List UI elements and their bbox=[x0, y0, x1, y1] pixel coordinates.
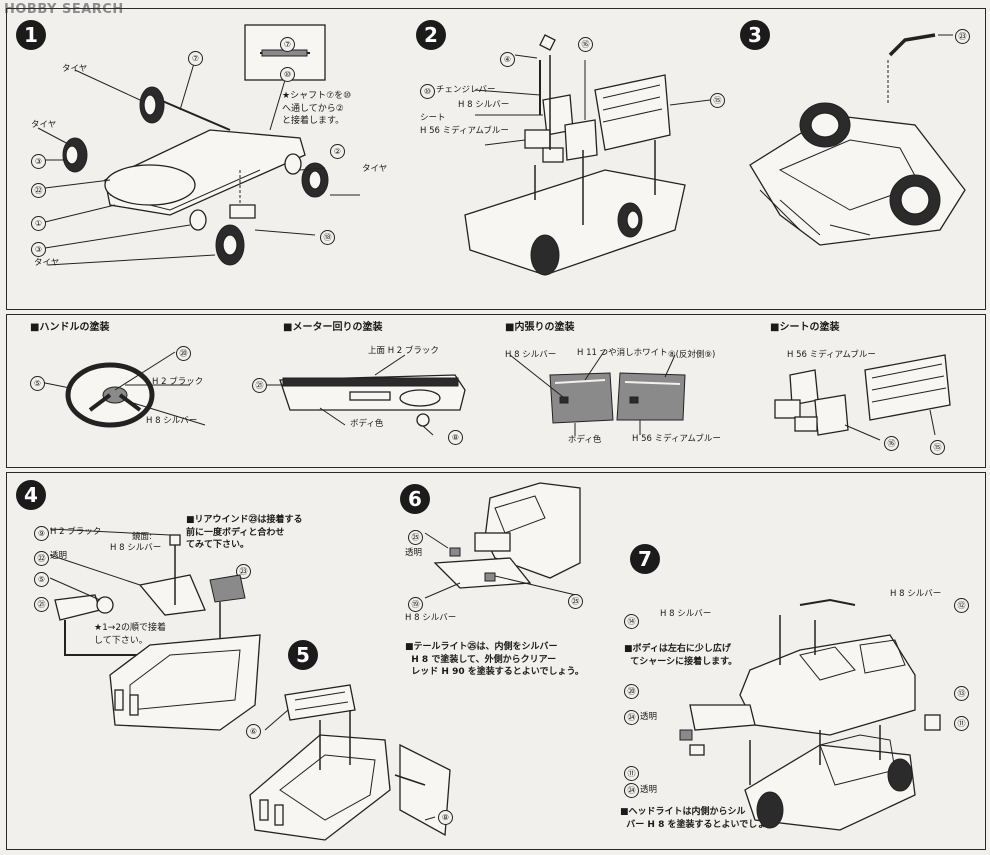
inner-matte-label: H 11 つや消しホワイト bbox=[577, 348, 668, 358]
step-2-part-4: ④ bbox=[500, 52, 515, 67]
bottom-panel bbox=[6, 472, 986, 850]
inner-body-label: ボディ色 bbox=[568, 435, 602, 445]
step-6-part-19: ⑲ bbox=[408, 597, 423, 612]
step-6-part-25-a: ㉕ bbox=[408, 530, 423, 545]
step-2-seat-label: シート bbox=[420, 113, 446, 123]
paint-panel bbox=[6, 314, 986, 468]
step-7-part-11-b: ⑪ bbox=[624, 766, 639, 781]
part-1-label: ① bbox=[31, 216, 46, 231]
step-5-part-6: ⑥ bbox=[246, 724, 261, 739]
step-7-part-24-a: ㉔ bbox=[624, 710, 639, 725]
step-1-note: ★シャフト⑦を⑩ へ通してから② と接着します。 bbox=[282, 91, 352, 127]
inner-paint-title: ■内張りの塗装 bbox=[505, 322, 575, 333]
step-7-part-11-a: ⑪ bbox=[954, 716, 969, 731]
tire-top-label: タイヤ bbox=[62, 64, 88, 74]
inner-panel-illustration bbox=[509, 349, 686, 435]
meter-part-8: ⑧ bbox=[448, 430, 463, 445]
step-5-part-8: ⑧ bbox=[438, 810, 453, 825]
step-7-part-14: ⑭ bbox=[624, 614, 639, 629]
inner-reverse-label: ⑧(反対側⑨) bbox=[668, 350, 716, 360]
part-22-label: ㉒ bbox=[31, 183, 46, 198]
handle-black-label: H 2 ブラック bbox=[152, 377, 204, 387]
seat-blue-label: H 56 ミディアムブルー bbox=[787, 350, 876, 360]
part-3-label-b: ③ bbox=[31, 242, 46, 257]
step-4-badge: 4 bbox=[16, 480, 46, 510]
step-2-illustration bbox=[464, 34, 711, 276]
meter-illustration bbox=[265, 354, 466, 436]
tire-left-label: タイヤ bbox=[31, 120, 57, 130]
step-3-part-23: ㉓ bbox=[955, 29, 970, 44]
inner-silver-label: H 8 シルバー bbox=[505, 350, 557, 360]
seat-part-15: ⑮ bbox=[930, 440, 945, 455]
step-4-part-21: ㉑ bbox=[34, 597, 49, 612]
part-2-label: ② bbox=[330, 144, 345, 159]
step-5-illustration bbox=[249, 684, 451, 841]
top-panel bbox=[6, 8, 986, 310]
step-7-clear-label-b: 透明 bbox=[640, 785, 658, 795]
step-6-badge: 6 bbox=[400, 484, 430, 514]
meter-paint-title: ■メーター回りの塗装 bbox=[283, 322, 383, 333]
seat-illustration bbox=[774, 354, 951, 441]
step-4-silver-label: H 8 シルバー bbox=[110, 543, 162, 553]
step-4-rear-window-note: ■リアウインド㉓は接着する 前に一度ボディと合わせ てみて下さい。 bbox=[186, 515, 303, 551]
step-7-part-20: ⑳ bbox=[624, 684, 639, 699]
handle-silver-label: H 8 シルバー bbox=[146, 416, 198, 426]
part-18-label: ⑱ bbox=[320, 230, 335, 245]
tire-bottom-label: タイヤ bbox=[34, 258, 60, 268]
step-4-mirror-label: 鏡面: bbox=[132, 532, 152, 542]
step-1-badge: 1 bbox=[16, 20, 46, 50]
step-3-badge: 3 bbox=[740, 20, 770, 50]
meter-body-label: ボディ色 bbox=[350, 419, 384, 429]
step-7-body-note: ■ボディは左右に少し広げ てシャーシに接着します。 bbox=[624, 644, 738, 667]
inset-part-10-label: ⑩ bbox=[280, 67, 295, 82]
step-2-part-10: ⑩ bbox=[420, 84, 435, 99]
step-4-part-9: ⑨ bbox=[34, 526, 49, 541]
step-5-badge: 5 bbox=[288, 640, 318, 670]
step-7-part-12: ⑫ bbox=[954, 598, 969, 613]
meter-top-label: 上面 H 2 ブラック bbox=[368, 346, 439, 356]
step-1-illustration bbox=[37, 24, 360, 266]
step-7-clear-label-a: 透明 bbox=[640, 712, 658, 722]
step-6-illustration bbox=[424, 482, 581, 599]
step-7-silver-label-left: H 8 シルバー bbox=[660, 609, 712, 619]
step-6-tail-light-note: ■テールライト㉕は、内側をシルバー H 8 で塗装して、外側からクリアー レッド… bbox=[405, 642, 584, 678]
inset-part-7-label: ⑦ bbox=[280, 37, 295, 52]
step-4-clear-label-a: 透明 bbox=[50, 551, 68, 561]
step-6-clear-label: 透明 bbox=[405, 548, 423, 558]
step-7-headlight-note: ■ヘッドライトは内側からシル バー H 8 を塗装するとよいでしょう bbox=[620, 807, 776, 830]
handle-paint-title: ■ハンドルの塗装 bbox=[30, 322, 110, 333]
step-4-order-note: ★1→2の順で接着 して下さい。 bbox=[94, 623, 167, 646]
meter-part-21: ㉑ bbox=[252, 378, 267, 393]
step-4-part-5: ⑤ bbox=[34, 572, 49, 587]
watermark: HOBBY SEARCH bbox=[4, 2, 124, 17]
step-2-part-15: ⑮ bbox=[710, 93, 725, 108]
step-6-silver-label: H 8 シルバー bbox=[405, 613, 457, 623]
step-2-part-16: ⑯ bbox=[578, 37, 593, 52]
tire-right-label: タイヤ bbox=[362, 164, 388, 174]
seat-part-16: ⑯ bbox=[884, 436, 899, 451]
part-7-label: ⑦ bbox=[188, 51, 203, 66]
step-4-illustration bbox=[49, 528, 261, 731]
step-4-black-label: H 2 ブラック bbox=[50, 527, 102, 537]
step-4-part-22: ㉒ bbox=[34, 551, 49, 566]
step-6-part-25-b: ㉕ bbox=[568, 594, 583, 609]
step-7-part-24-b: ㉔ bbox=[624, 783, 639, 798]
step-7-part-13: ⑬ bbox=[954, 686, 969, 701]
step-2-badge: 2 bbox=[416, 20, 446, 50]
inner-blue-label: H 56 ミディアムブルー bbox=[632, 434, 721, 444]
part-3-label-a: ③ bbox=[31, 154, 46, 169]
seat-paint-title: ■シートの塗装 bbox=[770, 322, 840, 333]
handle-part-20: ⑳ bbox=[176, 346, 191, 361]
handle-illustration bbox=[39, 351, 206, 428]
change-lever-label: チェンジレバー bbox=[436, 85, 496, 95]
step-2-silver-label: H 8 シルバー bbox=[458, 100, 510, 110]
step-7-silver-label-right: H 8 シルバー bbox=[890, 589, 942, 599]
step-7-illustration bbox=[679, 598, 941, 831]
step-7-badge: 7 bbox=[630, 544, 660, 574]
step-2-blue-label: H 56 ミディアムブルー bbox=[420, 126, 509, 136]
step-3-illustration bbox=[749, 33, 966, 246]
handle-part-5: ⑤ bbox=[30, 376, 45, 391]
